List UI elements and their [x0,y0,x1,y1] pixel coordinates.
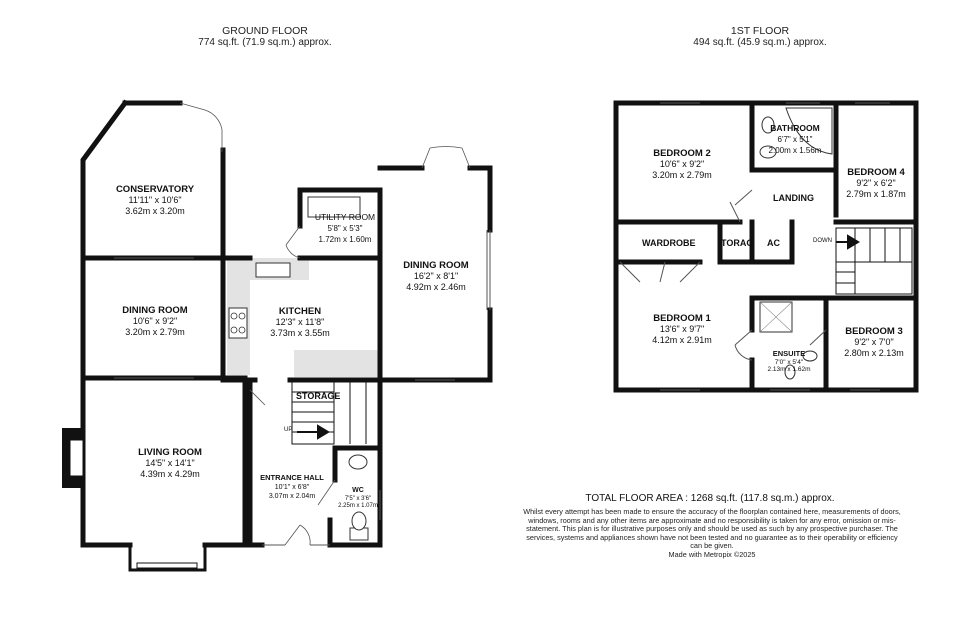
bathroom-basin [759,145,777,159]
down-label: DOWN [813,238,832,244]
room-name: CONSERVATORY [115,184,195,195]
room-name: WC [352,487,364,494]
room-imperial: 10'1" x 6'8" [274,484,310,491]
room-metric: 4.92m x 2.46m [406,282,466,292]
first-floor-plan [613,100,919,393]
room-metric: 2.00m x 1.56m [768,146,822,155]
first-floor-area: 494 sq.ft. (45.9 sq.m.) approx. [693,37,827,48]
room-imperial: 9'2" x 7'0" [854,337,894,347]
room-name: LIVING ROOM [138,447,202,458]
room-dining-left: DINING ROOM 10'6" x 9'2" 3.20m x 2.79m [100,305,210,338]
room-conservatory: CONSERVATORY 11'11" x 10'6" 3.62m x 3.20… [100,184,210,217]
room-landing: LANDING [773,193,814,203]
room-name: ENSUITE [772,349,806,358]
room-name: UTILITY ROOM [314,212,376,222]
room-name: DINING ROOM [122,305,188,316]
room-metric: 2.79m x 1.87m [846,189,906,199]
room-name: BEDROOM 1 [653,313,711,324]
room-metric: 1.72m x 1.60m [318,235,372,244]
room-imperial: 14'5" x 14'1" [145,458,195,468]
ground-floor-header: GROUND FLOOR 774 sq.ft. (71.9 sq.m.) app… [170,25,360,49]
first-floor-stairs [835,227,913,295]
room-imperial: 5'8" x 5'3" [327,224,363,233]
room-metric: 4.12m x 2.91m [652,335,712,345]
room-name: BEDROOM 2 [653,148,711,159]
disclaimer-text: Whilst every attempt has been made to en… [523,507,901,551]
room-living: LIVING ROOM 14'5" x 14'1" 4.39m x 4.29m [110,447,230,480]
room-metric: 3.62m x 3.20m [125,206,185,216]
room-imperial: 12'3" x 11'8" [275,317,325,327]
ground-stairs [291,381,367,445]
up-arrow-icon [297,424,330,440]
room-metric: 2.25m x 1.07m [338,503,378,509]
room-name: BATHROOM [770,123,820,133]
room-bedroom-1: BEDROOM 1 13'6" x 9'7" 4.12m x 2.91m [632,313,732,346]
room-metric: 4.39m x 4.29m [140,469,200,479]
room-metric: 3.07m x 2.04m [268,493,316,500]
room-wc: WC 7'5" x 3'6" 2.25m x 1.07m [336,485,380,510]
disclaimer-block: Whilst every attempt has been made to en… [522,507,902,560]
kitchen-sink [255,262,291,278]
room-bathroom: BATHROOM 6'7" x 5'1" 2.00m x 1.56m [758,123,832,156]
kitchen-island [294,350,380,377]
room-metric: 3.73m x 3.55m [270,328,330,338]
credit-text: Made with Metropix ©2025 [668,549,756,559]
bathroom-toilet [761,116,775,134]
room-ensuite: ENSUITE 7'0" x 5'4" 2.13m x 1.62m [756,348,822,373]
wc-basin [348,454,368,470]
total-floor-area: TOTAL FLOOR AREA : 1268 sq.ft. (117.8 sq… [585,493,835,504]
ensuite-basin [802,350,818,362]
room-name: ENTRANCE HALL [260,473,324,482]
first-floor-header: 1ST FLOOR 494 sq.ft. (45.9 sq.m.) approx… [660,25,860,49]
room-imperial: 7'0" x 5'4" [774,359,804,366]
room-imperial: 10'6" x 9'2" [132,316,178,326]
ground-floor-area: 774 sq.ft. (71.9 sq.m.) approx. [198,37,332,48]
room-name: BEDROOM 3 [845,326,903,337]
room-metric: 3.20m x 2.79m [652,170,712,180]
bay-window [128,545,207,572]
room-name: KITCHEN [278,306,322,317]
room-imperial: 6'7" x 5'1" [777,135,813,144]
room-imperial: 9'2" x 6'2" [856,178,896,188]
first-floor-title: 1ST FLOOR [730,25,790,37]
room-imperial: 16'2" x 8'1" [413,271,459,281]
room-imperial: 10'6" x 9'2" [659,159,705,169]
room-metric: 2.80m x 2.13m [844,348,904,358]
room-metric: 3.20m x 2.79m [125,327,185,337]
room-dining-right: DINING ROOM 16'2" x 8'1" 4.92m x 2.46m [390,260,482,293]
corner-bath [785,107,833,155]
room-imperial: 13'6" x 9'7" [659,324,705,334]
room-utility: UTILITY ROOM 5'8" x 5'3" 1.72m x 1.60m [305,212,385,245]
ensuite-toilet [784,364,796,380]
kitchen-hob [228,307,248,339]
ground-floor-title: GROUND FLOOR [222,25,308,37]
room-entrance-hall: ENTRANCE HALL 10'1" x 6'8" 3.07m x 2.04m [252,472,332,501]
room-bedroom-3: BEDROOM 3 9'2" x 7'0" 2.80m x 2.13m [832,326,916,359]
room-bedroom-4: BEDROOM 4 9'2" x 6'2" 2.79m x 1.87m [838,167,914,200]
room-bedroom-2: BEDROOM 2 10'6" x 9'2" 3.20m x 2.79m [632,148,732,181]
room-name: BEDROOM 4 [847,167,905,178]
up-label: UP [284,427,293,433]
room-ac: AC [767,238,780,248]
ground-floor-plan [62,99,493,572]
room-wardrobe: WARDROBE [642,238,696,248]
down-arrow-icon [836,234,860,250]
wc-toilet [351,511,367,531]
room-imperial: 7'5" x 3'6" [344,496,372,502]
room-storage-first: TORAG [721,238,754,248]
room-storage-ground: STORAGE [296,391,341,401]
utility-sink [307,196,361,218]
room-metric: 2.13m x 1.62m [767,366,811,373]
room-name: DINING ROOM [403,260,469,271]
room-kitchen: KITCHEN 12'3" x 11'8" 3.73m x 3.55m [250,306,350,339]
room-imperial: 11'11" x 10'6" [128,195,182,205]
